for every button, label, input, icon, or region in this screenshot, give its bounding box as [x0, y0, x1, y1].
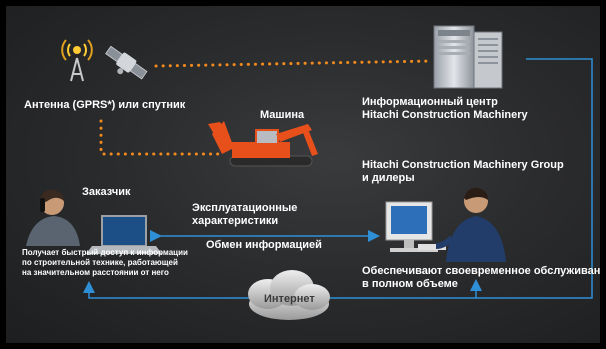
machine-label: Машина — [260, 109, 305, 121]
laptop-icon — [86, 215, 162, 254]
diagram-panel: Антенна (GPRS*) или спутник Машина Инфор… — [6, 6, 600, 343]
performance-label-line1: Эксплуатационные — [192, 202, 298, 214]
server-icon — [433, 25, 503, 89]
antenna-icon — [61, 39, 93, 82]
group-label-line1: Hitachi Construction Machinery Group — [362, 159, 564, 171]
service-label-line2: в полном объеме — [362, 278, 458, 290]
cloud-icon — [248, 270, 330, 320]
customer-note-line3: на значительном расстоянии от него — [22, 268, 169, 277]
antenna-label: Антенна (GPRS*) или спутник — [24, 99, 186, 111]
satellite-icon — [105, 45, 148, 80]
service-label-line1: Обеспечивают своевременное обслуживание — [362, 265, 600, 277]
excavator-icon — [208, 121, 318, 167]
phone-user-icon — [26, 189, 80, 246]
customer-label: Заказчик — [82, 186, 131, 198]
customer-note-line2: по строительной технике, работающей — [22, 258, 178, 267]
computer-user-icon — [385, 187, 506, 262]
internet-loop-lines — [83, 58, 593, 299]
info-center-label-line1: Информационный центр — [362, 96, 498, 108]
customer-note-line1: Получает быстрый доступ к информации — [22, 248, 188, 257]
internet-label: Интернет — [264, 293, 315, 305]
group-label-line2: и дилеры — [362, 172, 415, 184]
performance-label-line2: характеристики — [192, 215, 279, 227]
satellite-link-top — [154, 59, 433, 68]
info-center-label-line2: Hitachi Construction Machinery — [362, 109, 528, 121]
satellite-link-machine — [99, 119, 223, 156]
diagram-graphics — [26, 25, 593, 320]
exchange-label: Обмен информацией — [206, 239, 322, 251]
